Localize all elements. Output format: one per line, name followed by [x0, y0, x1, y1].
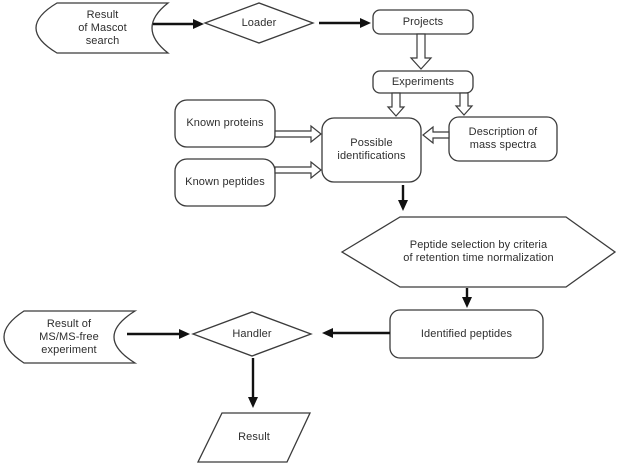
- known-proteins-box: [174, 99, 276, 148]
- peptide-selection-hexagon: [340, 216, 617, 288]
- msms-free-result-label: Result of MS/MS-free experiment: [39, 317, 99, 356]
- experiments-label: Experiments: [391, 75, 455, 88]
- result-parallelogram: [196, 412, 312, 463]
- hollow-arrow-experiments-to-possible: [386, 92, 406, 117]
- known-peptides-label: Known peptides: [185, 176, 265, 188]
- identified-peptides-label: Identified peptides: [420, 327, 513, 340]
- known-peptides-box: [174, 158, 276, 207]
- arrow-handler-to-result: [248, 358, 258, 408]
- mascot-result-label: Result of Mascot search: [78, 8, 127, 47]
- mascot-result-shape: [35, 2, 170, 54]
- loader-diamond: [203, 2, 315, 44]
- possible-identifications-label: Possible identifications: [337, 137, 406, 162]
- hollow-arrow-peptides-to-possible: [274, 160, 322, 180]
- projects-label: Projects: [402, 15, 444, 28]
- arrow-possible-to-selection: [398, 185, 408, 211]
- peptide-selection-label: Peptide selection by criteria of retenti…: [403, 238, 554, 264]
- hollow-arrow-projects-to-experiments: [409, 33, 433, 70]
- known-proteins-label: Known proteins: [186, 117, 264, 129]
- experiments-box: [372, 70, 474, 94]
- arrow-msfree-to-handler: [127, 329, 190, 339]
- arrow-selection-to-identified: [462, 288, 472, 308]
- loader-label: Loader: [241, 16, 277, 29]
- arrow-mascot-to-loader: [153, 19, 204, 29]
- hollow-arrow-proteins-to-possible: [274, 124, 322, 144]
- msms-free-result-shape: [3, 310, 138, 364]
- possible-identifications-box: [321, 117, 422, 183]
- hollow-arrow-description-to-possible: [422, 125, 450, 145]
- mass-spectra-description-box: [448, 116, 558, 162]
- result-label: Result: [238, 431, 270, 443]
- hollow-arrow-experiments-to-description: [454, 92, 474, 116]
- arrow-identified-to-handler: [322, 328, 390, 338]
- mass-spectra-description-label: Description of mass spectra: [468, 126, 538, 151]
- handler-diamond: [191, 311, 313, 357]
- arrow-loader-to-projects: [319, 18, 371, 28]
- handler-label: Handler: [232, 327, 272, 340]
